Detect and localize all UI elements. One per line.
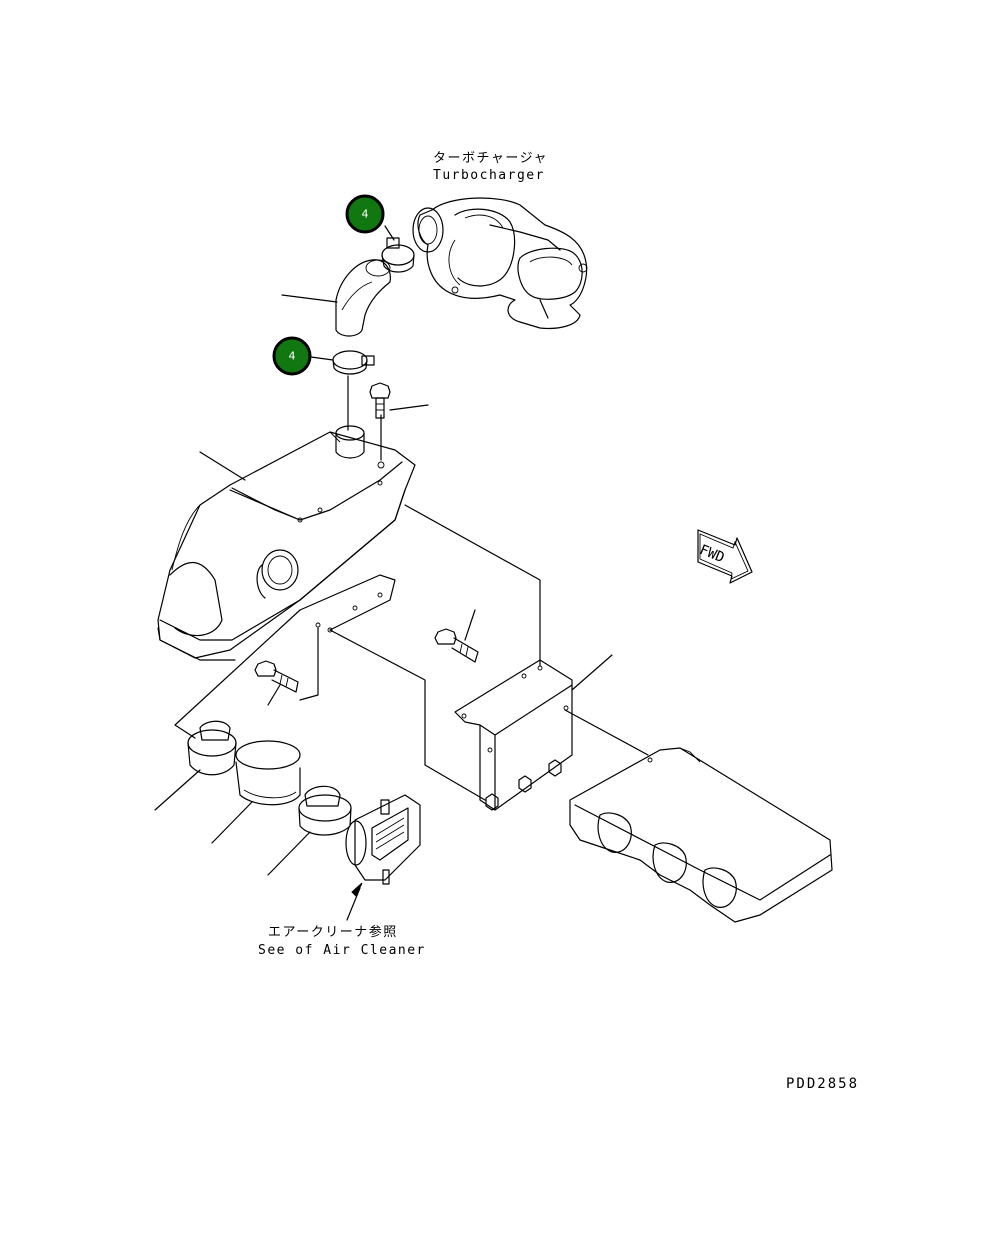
callout-number: 4 xyxy=(362,208,369,221)
upper-bolt xyxy=(369,382,391,419)
assembly-line-bracket-lower xyxy=(329,629,486,801)
callout-leader-upper xyxy=(384,225,395,241)
air-cleaner-connector xyxy=(345,794,421,885)
drawing-code: PDD2858 xyxy=(786,1076,859,1092)
assembly-line-tank-hose xyxy=(299,627,319,701)
air-cleaner-arrow-line xyxy=(346,887,361,921)
turbocharger xyxy=(412,197,588,330)
mounting-bracket-bolt-leader xyxy=(464,609,476,641)
mounting-bracket-leader xyxy=(571,654,613,691)
lower-clamp-2 xyxy=(298,785,352,836)
lower-hose-clamp xyxy=(332,350,375,375)
pre-cleaner-tank xyxy=(157,425,416,661)
elbow-hose-leader xyxy=(281,294,338,303)
lower-clamp-1-leader xyxy=(154,769,201,811)
mounting-bracket xyxy=(454,659,573,811)
air-cleaner-arrowhead xyxy=(351,882,363,897)
mounting-bracket-bolt xyxy=(434,628,479,663)
tank-bracket-bolt xyxy=(254,660,299,693)
lower-clamp-2-leader xyxy=(267,831,311,876)
air-cleaner-label-jp: エアークリーナ参照 xyxy=(268,924,398,940)
air-cleaner-label-en: See of Air Cleaner xyxy=(258,943,426,958)
callout-number: 4 xyxy=(289,350,296,363)
callout-upper: 4 xyxy=(345,194,385,234)
assembly-line-tank-bracket xyxy=(404,504,541,666)
assembly-line-hose-down xyxy=(174,609,301,739)
exhaust-manifold xyxy=(569,747,833,923)
callout-leader-lower xyxy=(310,356,334,361)
callout-lower: 4 xyxy=(272,336,312,376)
turbocharger-label-jp: ターボチャージャ xyxy=(433,151,548,166)
hose-segment xyxy=(235,740,301,806)
tank-leader xyxy=(199,451,246,481)
tank-bracket-bolt-leader xyxy=(267,684,281,706)
assembly-line-bracket-manifold xyxy=(564,709,649,756)
hose-segment-leader xyxy=(211,801,253,844)
upper-bolt-leader xyxy=(389,404,429,411)
turbocharger-label-en: Turbocharger xyxy=(433,168,545,183)
fwd-arrow: FWD xyxy=(697,529,753,584)
lower-clamp-1 xyxy=(187,720,237,776)
elbow-hose xyxy=(335,259,391,337)
fwd-label: FWD xyxy=(697,542,726,566)
